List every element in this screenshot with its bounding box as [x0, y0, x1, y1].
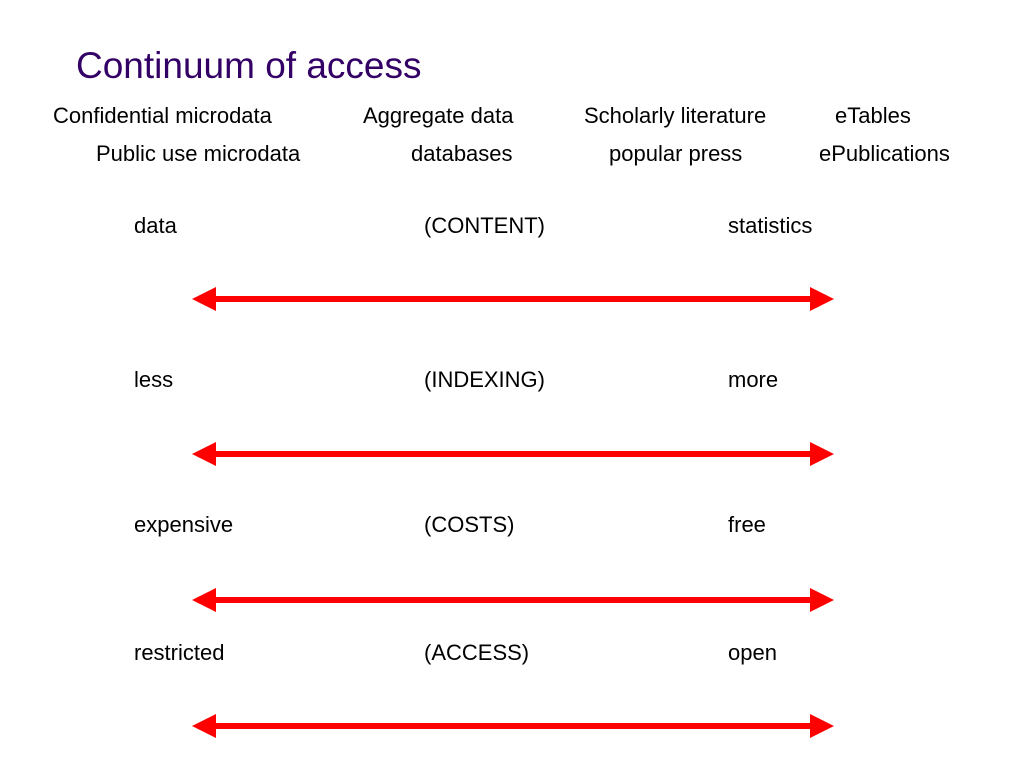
indexing-double-arrow [192, 442, 834, 466]
category-confidential-microdata: Confidential microdata [53, 103, 272, 128]
costs-right-label: free [728, 512, 766, 537]
content-right-label: statistics [728, 213, 813, 238]
access-center-label: (ACCESS) [424, 640, 530, 665]
category-public-use-microdata: Public use microdata [96, 141, 301, 166]
slide-title: Continuum of access [76, 45, 422, 86]
category-epublications: ePublications [819, 141, 950, 166]
content-left-label: data [134, 213, 177, 238]
costs-center-label: (COSTS) [424, 512, 515, 537]
costs-left-label: expensive [134, 512, 234, 537]
category-popular-press: popular press [609, 141, 743, 166]
category-scholarly-literature: Scholarly literature [584, 103, 767, 128]
access-left-label: restricted [134, 640, 225, 665]
content-center-label: (CONTENT) [424, 213, 545, 238]
content-double-arrow [192, 287, 834, 311]
category-etables: eTables [835, 103, 911, 128]
category-aggregate-data: Aggregate data [363, 103, 514, 128]
access-right-label: open [728, 640, 777, 665]
access-double-arrow [192, 714, 834, 738]
indexing-left-label: less [134, 367, 174, 392]
indexing-center-label: (INDEXING) [424, 367, 545, 392]
indexing-right-label: more [728, 367, 779, 392]
category-databases: databases [411, 141, 513, 166]
costs-double-arrow [192, 588, 834, 612]
